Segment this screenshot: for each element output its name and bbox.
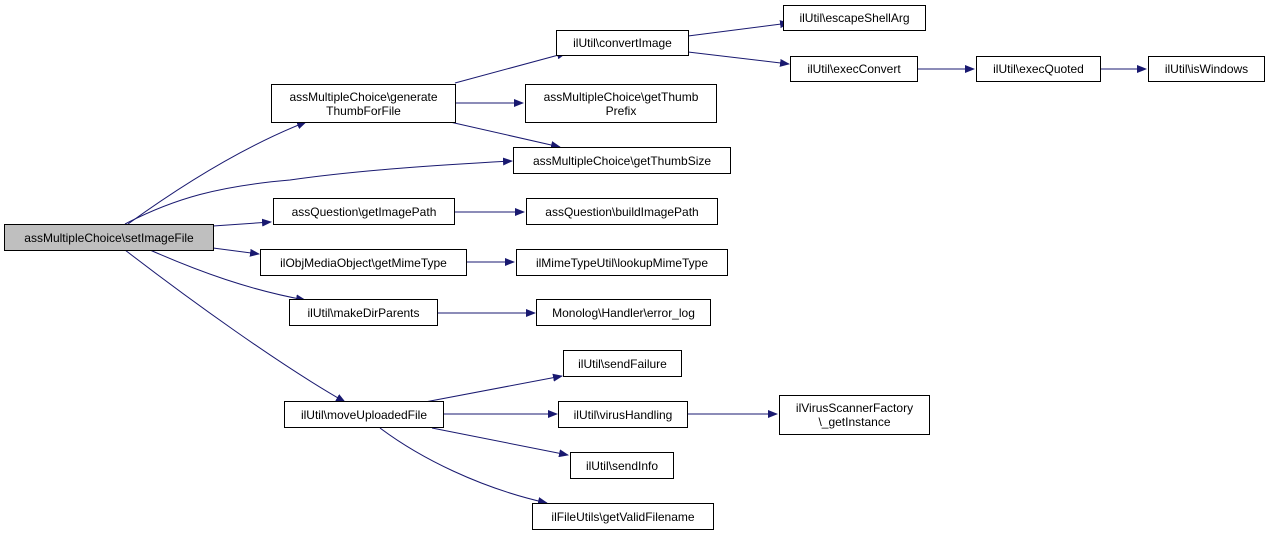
node-exec-convert[interactable]: ilUtil\execConvert — [790, 56, 918, 82]
node-build-image-path[interactable]: assQuestion\buildImagePath — [526, 198, 718, 225]
node-make-dir-parents[interactable]: ilUtil\makeDirParents — [289, 299, 438, 326]
node-error-log[interactable]: Monolog\Handler\error_log — [536, 299, 711, 326]
node-get-thumb-size[interactable]: assMultipleChoice\getThumbSize — [513, 147, 731, 174]
node-send-failure[interactable]: ilUtil\sendFailure — [563, 350, 682, 377]
node-exec-quoted[interactable]: ilUtil\execQuoted — [976, 56, 1101, 82]
edge-setimagefile-makedirparents — [149, 249, 306, 303]
node-get-mime-type[interactable]: ilObjMediaObject\getMimeType — [260, 249, 467, 276]
edge-setimagefile-getthumbsize — [124, 157, 513, 225]
node-generate-thumb-for-file[interactable]: assMultipleChoice\generate ThumbForFile — [271, 84, 456, 123]
node-set-image-file[interactable]: assMultipleChoice\setImageFile — [4, 224, 214, 251]
node-get-image-path[interactable]: assQuestion\getImagePath — [273, 198, 455, 225]
edge-moveuploadedfile-sendinfo — [431, 427, 569, 458]
node-is-windows[interactable]: ilUtil\isWindows — [1148, 56, 1265, 82]
node-convert-image[interactable]: ilUtil\convertImage — [556, 30, 689, 56]
node-escape-shell-arg[interactable]: ilUtil\escapeShellArg — [783, 5, 926, 31]
node-virus-handling[interactable]: ilUtil\virusHandling — [558, 401, 688, 428]
edge-setimagefile-getmimetype — [212, 247, 260, 257]
edge-convertimage-escapeshellarg — [687, 20, 790, 37]
edge-setimagefile-getimagepath — [212, 218, 272, 227]
edge-setimagefile-generatethumbforfile — [127, 121, 307, 225]
node-get-thumb-prefix[interactable]: assMultipleChoice\getThumb Prefix — [525, 84, 717, 123]
edge-generatethumb-getthumbsize — [449, 121, 561, 149]
node-lookup-mime-type[interactable]: ilMimeTypeUtil\lookupMimeType — [516, 249, 728, 276]
node-virus-scanner-get-instance[interactable]: ilVirusScannerFactory \_getInstance — [779, 395, 930, 435]
edge-convertimage-execconvert — [687, 51, 790, 67]
edge-moveuploadedfile-getvalidfilename — [379, 427, 548, 505]
edge-generatethumb-convertimage — [454, 51, 567, 84]
node-send-info[interactable]: ilUtil\sendInfo — [570, 452, 674, 479]
node-move-uploaded-file[interactable]: ilUtil\moveUploadedFile — [284, 401, 444, 428]
node-get-valid-filename[interactable]: ilFileUtils\getValidFilename — [532, 503, 714, 530]
edge-setimagefile-moveuploadedfile — [124, 249, 346, 403]
edge-moveuploadedfile-sendfailure — [424, 373, 563, 403]
